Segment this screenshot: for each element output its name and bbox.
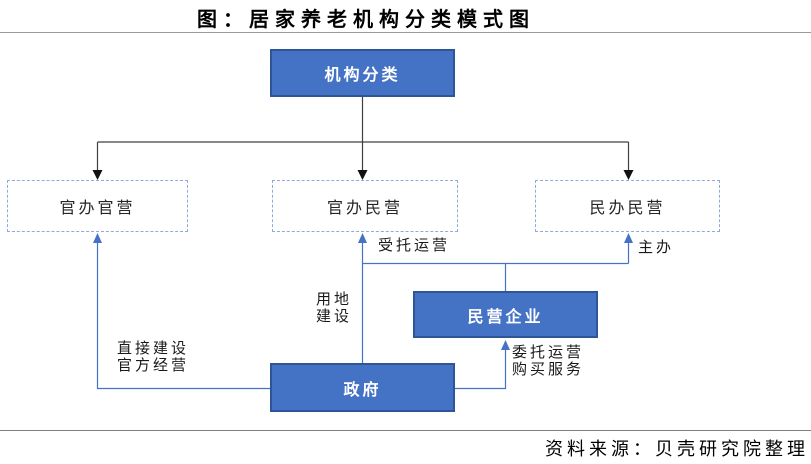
black-arrowheads <box>92 170 634 180</box>
node-government: 政府 <box>270 363 455 412</box>
edge-label-land-construction: 用地 建设 <box>315 292 352 325</box>
node-label: 政府 <box>343 381 382 399</box>
arrowhead-blue-privpriv <box>624 233 633 243</box>
edge-label-entrusted-operation: 受托运营 <box>378 238 451 254</box>
edge-gov-to-enterprise <box>455 349 507 390</box>
node-gov-run-private-operated: 官办民营 <box>272 180 458 232</box>
figure-title: 图：居家养老机构分类模式图 <box>197 9 535 31</box>
node-label: 官办民营 <box>326 200 403 217</box>
edge-label-direct-build-official-operate: 直接建设 官方经营 <box>117 341 190 374</box>
arrowhead-blue-govpriv <box>358 233 367 243</box>
edge-label-host: 主办 <box>638 240 675 256</box>
arrowhead-to-govgov <box>92 170 103 180</box>
arrowhead-blue-enterprise <box>501 340 510 350</box>
footer-divider <box>0 430 811 431</box>
node-gov-run-gov-operated: 官办官营 <box>7 180 188 232</box>
source-note: 资料来源：贝壳研究院整理 <box>545 439 809 459</box>
node-label: 官办官营 <box>59 200 136 217</box>
edge-label-commission-purchase: 委托运营 购买服务 <box>512 345 585 378</box>
node-label: 民营企业 <box>467 308 544 326</box>
node-private-run-private-operated: 民办民营 <box>535 180 720 232</box>
node-label: 民办民营 <box>589 200 666 217</box>
black-connectors <box>96 97 630 171</box>
arrowhead-blue-govgov <box>93 233 102 243</box>
title-divider <box>0 32 811 33</box>
node-label: 机构分类 <box>324 67 401 84</box>
node-private-enterprise: 民营企业 <box>413 291 598 338</box>
arrowhead-to-govpriv <box>357 170 368 180</box>
node-institution-classification: 机构分类 <box>270 49 455 97</box>
arrowhead-to-privpriv <box>623 170 634 180</box>
